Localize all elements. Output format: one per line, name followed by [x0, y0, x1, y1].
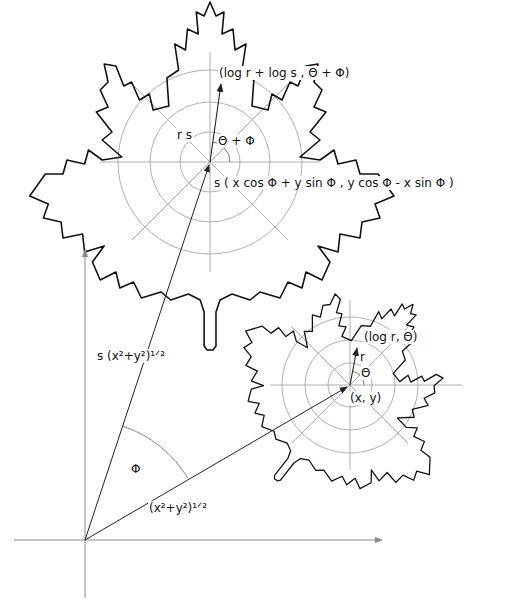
position-vector: [85, 165, 209, 540]
angle-arc: [123, 426, 188, 479]
y-axis: [85, 250, 86, 598]
radius-vector: [210, 84, 221, 162]
angle-label: Θ: [360, 366, 371, 380]
angle-label: Θ + Φ: [217, 134, 256, 148]
x-axis: [14, 540, 382, 541]
polar-coordinate-label: (log r + log s , Θ + Φ): [218, 66, 350, 80]
radius-label: r: [359, 350, 366, 364]
coordinate-label: (x, y): [349, 391, 382, 405]
length-label: s (x²+y²)¹ᐟ²: [96, 349, 166, 363]
position-vector: [85, 387, 347, 540]
coordinate-formula: s ( x cos Φ + y sin Φ , y cos Φ - x sin …: [213, 176, 455, 190]
radius-vector: [350, 348, 357, 385]
polar-coordinate-label: (log r, Θ): [363, 330, 418, 344]
angle-label: Φ: [130, 462, 141, 476]
leaf-outline: [185, 233, 506, 552]
radius-label: r s: [176, 128, 193, 142]
length-label: (x²+y²)¹ᐟ²: [148, 501, 208, 515]
